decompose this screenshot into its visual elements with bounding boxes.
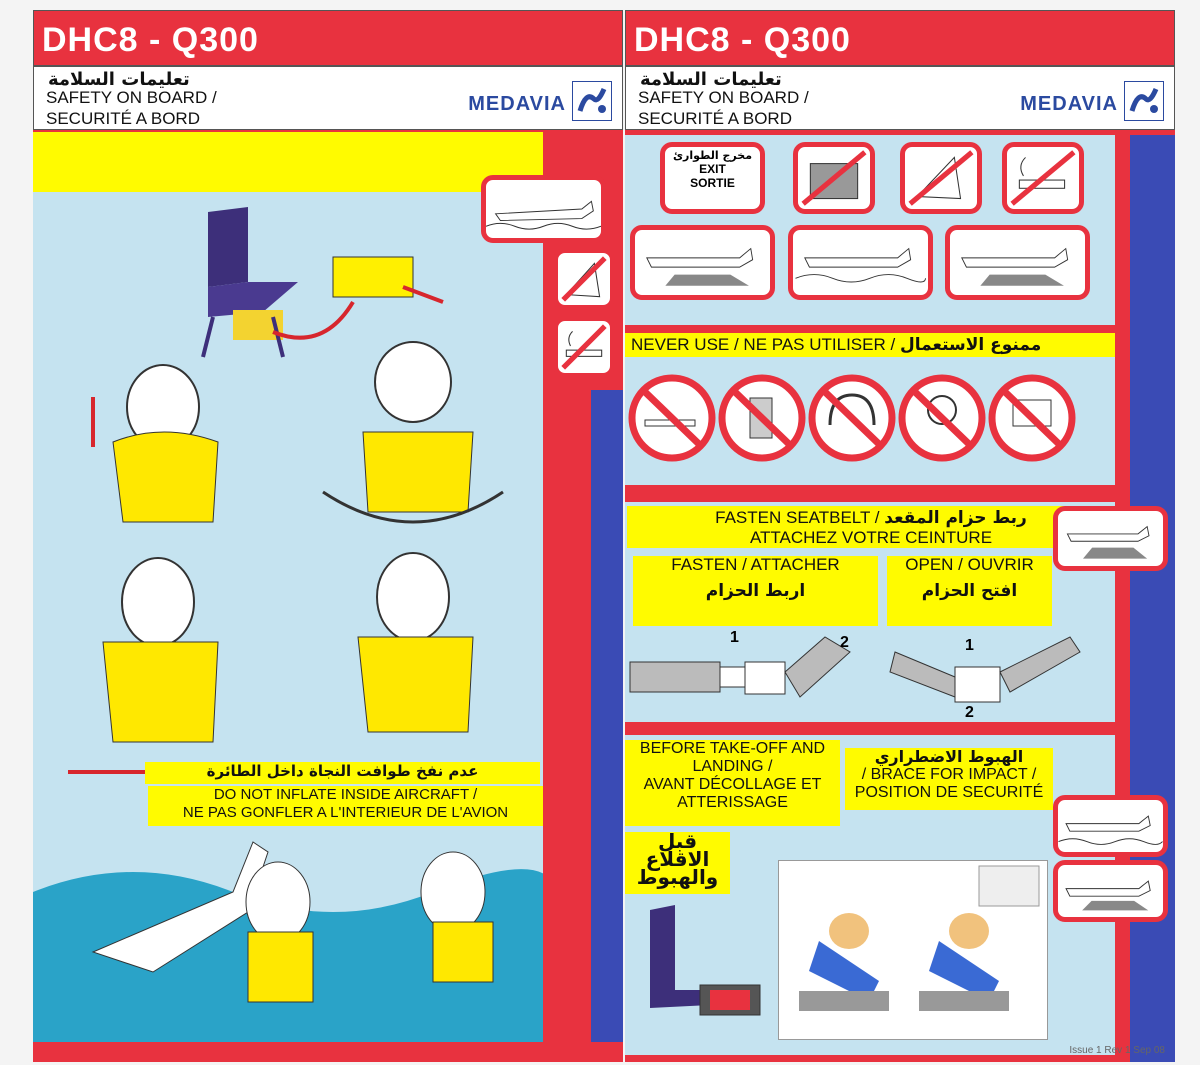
vest-don-step-3-icon — [68, 557, 233, 774]
open-label: OPEN / OUVRIR — [905, 555, 1034, 574]
buckle-fasten-icon — [629, 636, 851, 698]
seatbelt-diagram: 1 2 1 2 — [629, 629, 1081, 717]
header-english: SAFETY ON BOARD / SECURITÉ A BORD — [46, 87, 217, 129]
vest-don-step-2-icon — [322, 341, 504, 524]
brace-label-box: الهبوط الاضطراري / BRACE FOR IMPACT / PO… — [845, 748, 1053, 810]
header-line-2: SECURITÉ A BORD — [46, 109, 200, 128]
open-step-2-label: 2 — [965, 704, 974, 717]
before-takeoff-line-1: BEFORE TAKE-OFF AND — [639, 740, 826, 757]
no-headphones-icon — [808, 374, 896, 462]
brace-arabic: الهبوط الاضطراري — [874, 747, 1024, 766]
no-high-heels-icon — [900, 142, 982, 214]
water-evacuation-icon — [33, 841, 553, 1042]
never-use-arabic: ممنوع الاستعمال — [899, 335, 1042, 355]
no-smoking-icon — [553, 316, 615, 378]
water-landing-icon — [788, 225, 933, 300]
issue-footer: Issue 1 Rev 1 Sep 08 — [1069, 1045, 1165, 1056]
ground-landing-icon — [630, 225, 775, 300]
header-box: تعليمات السلامة SAFETY ON BOARD / SECURI… — [33, 66, 623, 130]
blue-bar — [591, 390, 623, 1042]
brace-passenger-2-icon — [919, 913, 1009, 1011]
header-arabic: تعليمات السلامة — [48, 69, 190, 90]
no-high-heels-icon — [553, 248, 615, 310]
ground-landing-icon-2 — [945, 225, 1090, 300]
ground-landing-icon — [1053, 506, 1168, 571]
seat-vest-storage-icon — [650, 905, 761, 1016]
open-step-1-label: 1 — [965, 637, 974, 654]
warning-text: DO NOT INFLATE INSIDE AIRCRAFT / NE PAS … — [148, 786, 543, 826]
exit-sign-french: SORTIE — [690, 176, 735, 190]
warning-english: DO NOT INFLATE INSIDE AIRCRAFT / — [213, 786, 478, 803]
before-takeoff-line-2: LANDING / — [692, 758, 773, 775]
open-arabic: افتح الحزام — [921, 581, 1018, 601]
fasten-title-english: FASTEN SEATBELT / — [715, 508, 880, 527]
water-landing-icon — [1053, 795, 1168, 857]
header-arabic: تعليمات السلامة — [640, 69, 782, 90]
vest-don-step-1-icon — [91, 364, 219, 523]
life-vest-illustrations — [33, 207, 553, 1042]
fasten-label-box: FASTEN / ATTACHER اربط الحزام — [633, 556, 878, 626]
brace-english: / BRACE FOR IMPACT / — [861, 766, 1037, 783]
banned-devices-row — [628, 374, 1076, 462]
seat-vest-location-icon — [201, 207, 444, 358]
before-takeoff-line-4: ATTERISSAGE — [677, 794, 788, 811]
left-card-panel: DHC8 - Q300 تعليمات السلامة SAFETY ON BO… — [33, 10, 623, 1062]
no-smoking-icon — [1002, 142, 1084, 214]
open-label-box: OPEN / OUVRIR افتح الحزام — [887, 556, 1052, 626]
before-takeoff-line-3: AVANT DÉCOLLAGE ET — [643, 776, 822, 793]
exit-sign-arabic: مخرج الطوارئ — [672, 149, 753, 162]
header-box: تعليمات السلامة SAFETY ON BOARD / SECURI… — [625, 66, 1175, 130]
warning-french: NE PAS GONFLER A L'INTERIEUR DE L'AVION — [182, 804, 509, 821]
no-laptop-icon — [988, 374, 1076, 462]
header-english: SAFETY ON BOARD / SECURITÉ A BORD — [638, 87, 809, 129]
yellow-strip — [33, 132, 543, 192]
fasten-title-arabic: ربط حزام المقعد — [884, 508, 1027, 528]
never-use-english: NEVER USE / NE PAS UTILISER / — [631, 335, 896, 354]
no-cd-player-icon — [898, 374, 986, 462]
fasten-arabic: اربط الحزام — [705, 581, 806, 601]
title-band: DHC8 - Q300 — [33, 10, 623, 66]
vest-don-step-4-icon — [357, 552, 474, 733]
before-takeoff-arabic-box: قبل الاقلاع والهبوط — [625, 829, 730, 894]
blue-bar — [1130, 135, 1175, 1062]
brace-passenger-1-icon — [799, 913, 889, 1011]
header-line-2: SECURITÉ A BORD — [638, 109, 792, 128]
medavia-logo-icon — [572, 81, 612, 121]
exit-sign-icon: مخرج الطوارئ EXIT SORTIE — [660, 142, 765, 214]
header-line-1: SAFETY ON BOARD / — [46, 88, 217, 107]
brand-name: MEDAVIA — [468, 93, 566, 115]
fasten-label: FASTEN / ATTACHER — [671, 555, 840, 574]
brand-name: MEDAVIA — [1020, 93, 1118, 115]
brace-position-illustration — [778, 860, 1048, 1040]
warning-arabic: عدم نفخ طوافت النجاة داخل الطائرة — [145, 762, 540, 784]
title-band: DHC8 - Q300 — [625, 10, 1175, 66]
header-line-1: SAFETY ON BOARD / — [638, 88, 809, 107]
no-mobile-phone-icon — [718, 374, 806, 462]
water-landing-icon — [481, 175, 606, 243]
brace-french: POSITION DE SECURITÉ — [854, 784, 1044, 801]
before-takeoff-box: BEFORE TAKE-OFF AND LANDING / AVANT DÉCO… — [625, 740, 840, 826]
before-takeoff-arabic-2: والهبوط — [636, 865, 719, 889]
no-baggage-icon — [793, 142, 875, 214]
no-smoking-icon — [628, 374, 716, 462]
step-2-label: 2 — [840, 634, 849, 651]
life-vest-instructions — [33, 192, 553, 1042]
fasten-seatbelt-title: FASTEN SEATBELT / ربط حزام المقعد ATTACH… — [627, 506, 1115, 548]
fasten-title-french: ATTACHEZ VOTRE CEINTURE — [749, 528, 993, 547]
before-takeoff-arabic-1: قبل الاقلاع — [645, 829, 710, 871]
aircraft-title: DHC8 - Q300 — [634, 21, 851, 59]
aircraft-title: DHC8 - Q300 — [42, 21, 259, 59]
step-1-label: 1 — [730, 629, 739, 646]
medavia-logo-icon — [1124, 81, 1164, 121]
right-card-panel: DHC8 - Q300 تعليمات السلامة SAFETY ON BO… — [625, 10, 1175, 1062]
never-use-title: NEVER USE / NE PAS UTILISER / ممنوع الاس… — [625, 333, 1115, 357]
buckle-open-icon — [889, 636, 1081, 703]
exit-sign-english: EXIT — [699, 162, 726, 176]
ground-landing-icon — [1053, 860, 1168, 922]
